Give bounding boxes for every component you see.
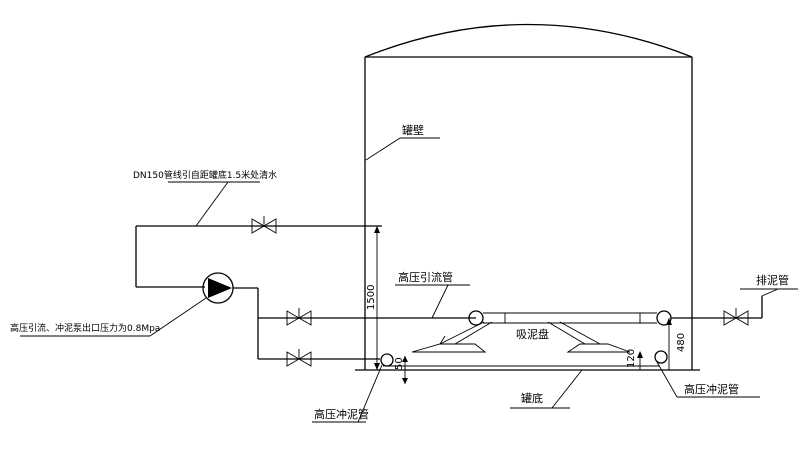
dimension-120 xyxy=(637,351,643,370)
hp-drain-leader xyxy=(395,284,470,319)
valve-clean-water xyxy=(251,216,277,234)
hp-flush-pipe-right-circle xyxy=(654,350,668,364)
suction-head-left xyxy=(468,310,484,326)
valve-discharge xyxy=(723,308,749,326)
pump-pressure-note: 高压引流、冲泥泵出口压力为0.8Mpa xyxy=(10,322,160,334)
hp-flush-pipe-right-label: 高压冲泥管 xyxy=(684,382,739,396)
tank-roof xyxy=(364,23,693,58)
dimension-1500 xyxy=(374,226,380,370)
tank-bottom-label: 罐底 xyxy=(521,391,543,405)
pump xyxy=(202,272,234,304)
clean-water-line xyxy=(135,225,382,288)
suction-disc-label: 吸泥盘 xyxy=(516,327,549,341)
tank-bottom-leader xyxy=(510,369,583,409)
hp-flush-pipe-left-circle xyxy=(380,353,394,367)
dimension-50 xyxy=(402,356,408,384)
valve-flush xyxy=(286,349,312,367)
pump-arrow-icon xyxy=(208,278,232,298)
hp-flush-right-leader xyxy=(656,361,760,398)
sludge-discharge-label: 排泥管 xyxy=(756,273,789,287)
dn150-leader xyxy=(168,181,260,227)
valve-drain xyxy=(286,308,312,326)
dn150-note: DN150管线引自距罐底1.5米处清水 xyxy=(133,169,277,181)
dimension-50-text: 50 xyxy=(394,357,405,370)
hp-flush-left-leader xyxy=(312,364,383,423)
pump-outlet-lines xyxy=(233,287,476,360)
discharge-leader xyxy=(740,288,798,297)
hp-drain-pipe-label: 高压引流管 xyxy=(398,270,453,284)
dimension-120-text: 120 xyxy=(626,349,637,368)
dimension-1500-text: 1500 xyxy=(366,285,377,310)
dimension-480-text: 480 xyxy=(676,333,687,352)
sludge-discharge-line xyxy=(671,296,763,319)
hp-flush-pipe-left-label: 高压冲泥管 xyxy=(314,407,369,421)
dimension-480 xyxy=(666,318,672,370)
tank-wall-leader xyxy=(365,137,440,161)
tank xyxy=(355,23,700,371)
pump-note-leader xyxy=(20,297,207,337)
tank-wall-label: 罐壁 xyxy=(402,123,424,137)
